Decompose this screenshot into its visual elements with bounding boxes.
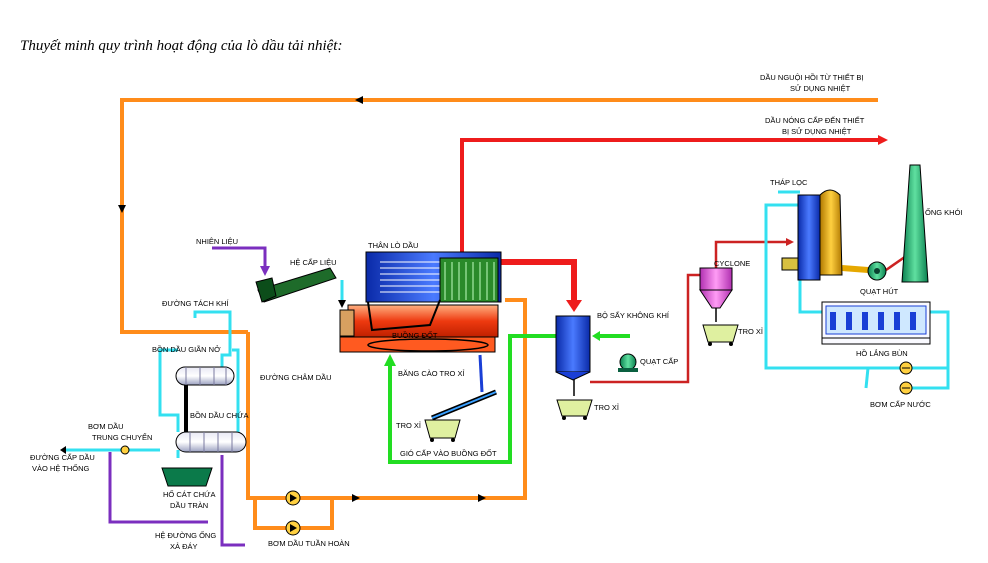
air-arrow-2 — [592, 331, 600, 341]
flue-heater-to-cyclone — [590, 273, 700, 384]
label-he-cap-lieu: HỆ CẤP LIỆU — [290, 257, 337, 267]
combustion-air-line — [388, 334, 630, 464]
label-nhien-lieu: NHIÊN LIỆU — [196, 237, 238, 246]
label-dau-nong-2: BỊ SỬ DỤNG NHIỆT — [782, 127, 852, 136]
circulation-pumps — [285, 490, 301, 536]
label-quat-cap: QUẠT CẤP — [640, 356, 678, 366]
label-bom-dau-tuan-hoan: BƠM DẦU TUẦN HOÀN — [268, 538, 350, 548]
label-dau-nguoi-1: DẦU NGUỘI HỒI TỪ THIẾT BỊ — [760, 72, 864, 82]
label-he-duong-ong-1: HỆ ĐƯỜNG ỐNG — [155, 530, 216, 540]
label-bom-dau-1: BƠM DẦU — [88, 421, 124, 431]
label-bang-cao-tro-xi: BĂNG CÀO TRO XỈ — [398, 369, 465, 378]
water-pump-1 — [899, 361, 913, 375]
label-bon-dau-gian-no: BỒN DẦU GIÃN NỞ — [152, 344, 221, 354]
feed-arrow — [338, 300, 346, 308]
label-bo-say: BỘ SẤY KHÔNG KHÍ — [597, 310, 670, 320]
flue-arrow — [566, 300, 582, 312]
chimney — [901, 164, 929, 283]
hot-oil-line — [460, 138, 880, 262]
diagram-title: Thuyết minh quy trình hoạt động của lò d… — [20, 38, 343, 54]
ash-drop — [478, 354, 484, 393]
storage-tank — [175, 431, 247, 453]
ash-bucket-2 — [556, 399, 593, 420]
labels: DẦU NGUỘI HỒI TỪ THIẾT BỊ SỬ DỤNG NHIỆT … — [30, 72, 963, 551]
tower-to-fan — [841, 265, 869, 273]
furnace — [339, 251, 502, 353]
water-lines — [764, 190, 950, 390]
label-dau-nguoi-2: SỬ DỤNG NHIỆT — [790, 84, 851, 93]
label-dau-nong-1: DẦU NÓNG CẤP ĐẾN THIẾT — [765, 115, 865, 125]
label-thap-loc: THÁP LỌC — [770, 178, 808, 187]
cyclone — [699, 267, 733, 309]
expansion-tank — [175, 366, 235, 386]
label-tro-xi-1: TRO XỈ — [396, 421, 421, 430]
label-duong-tach-khi: ĐƯỜNG TÁCH KHÍ — [162, 299, 229, 308]
label-duong-cham-dau: ĐƯỜNG CHÂM DẦU — [260, 372, 332, 382]
label-than-lo-dau: THÂN LÒ DẦU — [368, 240, 418, 250]
label-bom-cap-nuoc: BƠM CẤP NƯỚC — [870, 399, 931, 409]
label-he-duong-ong-2: XẢ ĐÁY — [170, 542, 198, 551]
water-pump-2 — [899, 381, 913, 395]
drain-line — [108, 452, 245, 547]
fuel-line — [212, 246, 267, 270]
hot-oil-arrow — [878, 135, 888, 145]
label-ong-khoi: ỐNG KHÓI — [925, 207, 963, 217]
air-arrow — [384, 354, 396, 366]
fuel-arrow — [260, 266, 270, 276]
label-cyclone: CYCLONE — [714, 259, 750, 268]
label-bom-dau-2: TRUNG CHUYỂN — [92, 433, 152, 442]
supply-fan — [618, 353, 638, 372]
ash-conveyor — [431, 389, 497, 421]
label-bon-dau-chua: BỒN DẦU CHỨA — [190, 410, 249, 420]
air-preheater — [555, 315, 591, 381]
label-ho-cat-1: HỐ CÁT CHỨA — [163, 489, 216, 499]
exhaust-fan — [867, 261, 887, 281]
scrubber-tower — [781, 189, 843, 281]
ash-bucket-3 — [702, 324, 739, 346]
label-tro-xi-3: TRO XỈ — [738, 327, 763, 336]
ash-bucket-1 — [424, 419, 461, 442]
oil-return-arrows — [118, 96, 486, 502]
label-duong-cap-dau-1: ĐƯỜNG CẤP DẦU — [30, 452, 95, 462]
label-ho-lang-bun: HỒ LẮNG BÙN — [856, 348, 908, 358]
label-ho-cat-2: DẦU TRÀN — [170, 500, 208, 510]
label-gio-cap: GIÓ CẤP VÀO BUỒNG ĐỐT — [400, 448, 497, 458]
fuel-feeder — [255, 267, 337, 303]
flue-furnace-to-heater — [498, 259, 577, 305]
flue-tower-arrow — [786, 238, 794, 246]
label-quat-hut: QUẠT HÚT — [860, 287, 899, 296]
sand-pit — [161, 467, 213, 487]
label-buong-dot: BUỒNG ĐỐT — [392, 330, 438, 340]
transfer-pump — [60, 445, 130, 455]
label-duong-cap-dau-2: VÀO HỆ THỐNG — [32, 463, 90, 473]
label-tro-xi-2: TRO XỈ — [594, 403, 619, 412]
settling-basin — [821, 301, 931, 345]
